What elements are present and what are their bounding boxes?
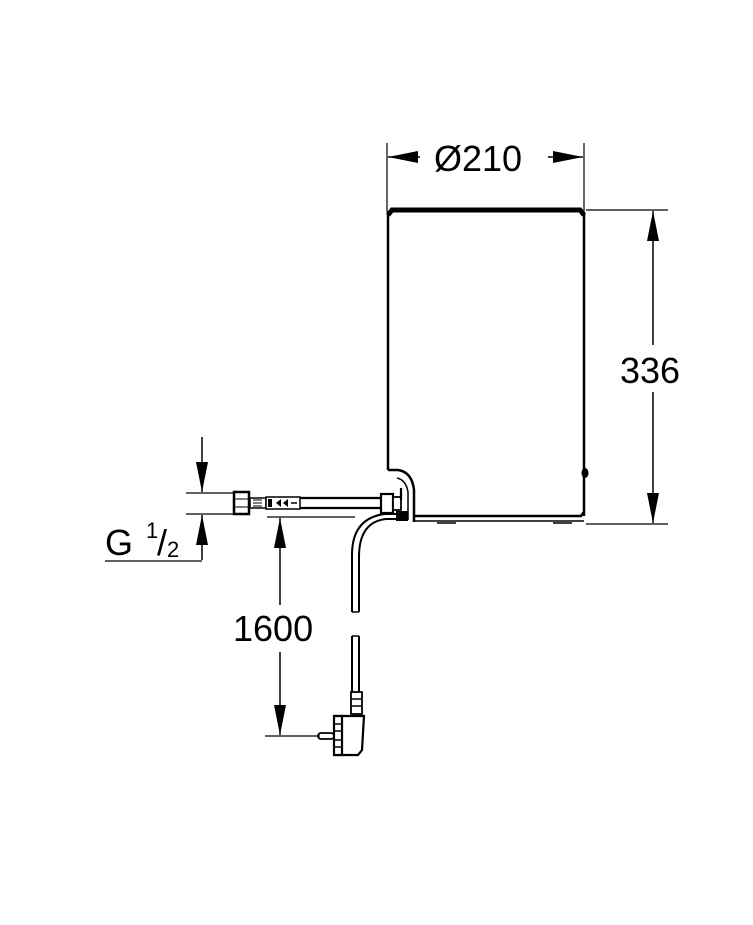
thread-dimension: G 1 / 2 — [105, 437, 234, 563]
diameter-dimension: Ø210 — [386, 138, 585, 212]
thread-slash: / — [157, 522, 167, 563]
power-cable — [350, 513, 398, 715]
cable-length-label: 1600 — [233, 608, 313, 649]
cable-length-dimension: 1600 — [233, 516, 355, 737]
indicator-dot — [581, 468, 589, 478]
diameter-label: Ø210 — [434, 138, 522, 179]
height-dimension: 336 — [586, 209, 680, 525]
thread-denominator: 2 — [167, 537, 179, 562]
power-plug — [317, 714, 366, 757]
height-label: 336 — [620, 350, 680, 391]
thread-numerator: 1 — [146, 518, 158, 543]
thread-label: G — [105, 522, 133, 563]
tank-body — [386, 207, 589, 524]
water-hose — [232, 488, 408, 521]
